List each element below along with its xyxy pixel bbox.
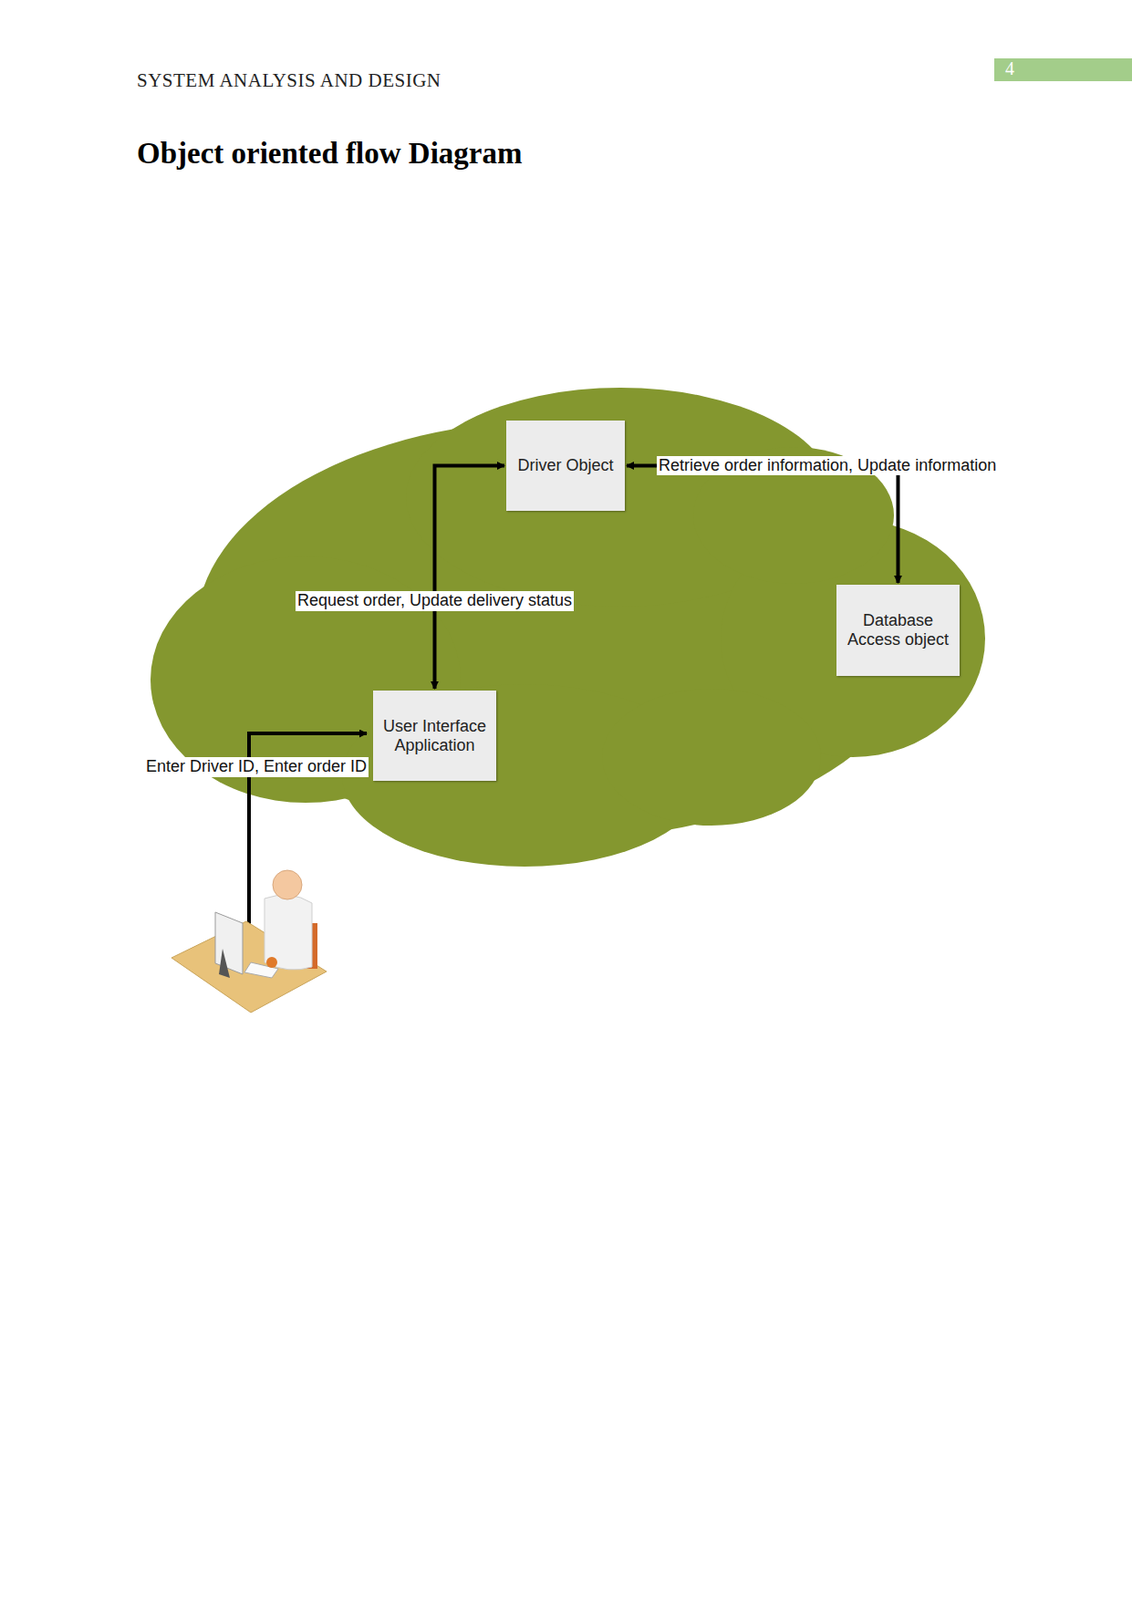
flow-label: Retrieve order information, Update infor… xyxy=(656,456,998,477)
page-number-bar xyxy=(994,58,1132,82)
page-number: 4 xyxy=(1005,58,1015,80)
flow-connector xyxy=(435,466,506,690)
input-label: Enter Driver ID, Enter order ID xyxy=(144,757,369,778)
flow-label: Request order, Update delivery status xyxy=(295,591,574,612)
diagram-title: Object oriented flow Diagram xyxy=(136,136,522,171)
object-name: User Interface Application xyxy=(380,716,489,755)
object-box: Driver Object xyxy=(506,420,625,511)
user-icon xyxy=(171,870,327,1013)
object-name: Driver Object xyxy=(517,456,613,476)
flow-connector xyxy=(626,466,899,584)
object-name: Database Access object xyxy=(843,611,953,649)
running-header: SYSTEM ANALYSIS AND DESIGN xyxy=(136,69,442,93)
object-box: Database Access object xyxy=(836,584,960,676)
object-box: User Interface Application xyxy=(373,690,497,781)
